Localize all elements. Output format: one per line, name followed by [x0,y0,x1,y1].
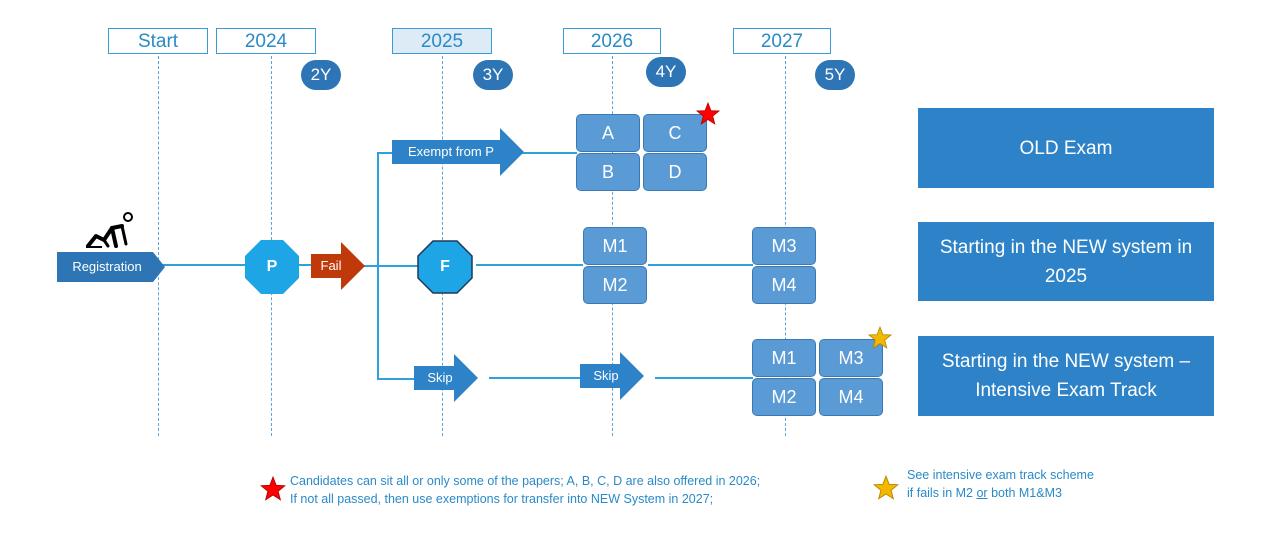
paper-c: C [643,114,707,152]
year-2025: 2025 [392,28,492,54]
skip-arrow-2-shape [580,352,644,400]
duration-badge-4y: 4Y [646,57,686,87]
paper-m2-2026: M2 [583,266,647,304]
track-old-exam: OLD Exam [918,108,1214,188]
red-star-icon [696,102,720,125]
runner-icon [86,212,133,248]
skip-arrow-1-shape [414,354,478,402]
f-exam-node: F [417,240,473,294]
connector-exempt-to-old [520,152,577,154]
yellow-star-icon [868,326,892,349]
duration-badge-2y: 2Y [301,60,341,90]
registration-arrow-shape [57,252,165,282]
p-octagon-shape [245,240,299,294]
yellow-star-note-line2-post: both M1&M3 [991,486,1062,500]
paper-a: A [576,114,640,152]
connector-p-to-fail [297,264,313,266]
connector-branch-to-exempt [377,152,393,154]
year-2026: 2026 [563,28,661,54]
connector-skip-to-intensive [655,377,753,379]
fail-arrow: Fail [311,242,365,290]
connector-fail-to-f [363,265,421,267]
track-intensive: Starting in the NEW system – Intensive E… [918,336,1214,416]
paper-m4-intensive: M4 [819,378,883,416]
exempt-arrow: Exempt from P [392,128,524,176]
paper-b: B [576,153,640,191]
skip-label-2: Skip [593,368,619,383]
paper-m4-2027: M4 [752,266,816,304]
exempt-label: Exempt from P [408,144,494,159]
paper-m1-2026: M1 [583,227,647,265]
f-octagon-shape [417,240,473,294]
paper-m3-intensive: M3 [819,339,883,377]
fail-arrow-shape [311,242,365,290]
exempt-arrow-shape [392,128,524,176]
paper-d: D [643,153,707,191]
yellow-star-note-icon [873,475,899,500]
p-exam-label: P [266,258,278,275]
yellow-star-note: See intensive exam track scheme if fails… [907,466,1167,502]
red-star-note-line1: Candidates can sit all or only some of t… [290,474,761,488]
p-exam-node: P [245,240,299,294]
fail-label: Fail [320,258,342,273]
track-old-exam-label: OLD Exam [1019,137,1113,159]
yellow-star-note-line1: See intensive exam track scheme [907,468,1094,482]
connector-branch-vertical [377,152,379,380]
skip-arrow-1: Skip [414,354,478,402]
registration-arrow: Registration [57,252,165,282]
year-start: Start [108,28,208,54]
duration-badge-3y: 3Y [473,60,513,90]
connector-skip-to-skip [489,377,581,379]
connector-branch-to-skip [377,378,415,380]
red-star-note: Candidates can sit all or only some of t… [290,472,850,508]
connector-m1m2-to-m3m4 [648,264,753,266]
connector-f-to-m1m2 [476,264,583,266]
registration-label: Registration [72,259,142,274]
year-line-start [158,56,159,436]
year-2027: 2027 [733,28,831,54]
connector-reg-to-p [160,264,252,266]
yellow-star-note-line2-pre: if fails in M2 [907,486,973,500]
track-intensive-label: Starting in the NEW system – Intensive E… [941,351,1191,401]
red-star-note-line2: If not all passed, then use exemptions f… [290,492,714,506]
track-new-system: Starting in the NEW system in 2025 [918,222,1214,301]
paper-m3-2027: M3 [752,227,816,265]
red-star-note-icon [260,476,286,501]
yellow-star-note-or: or [976,486,988,500]
skip-label-1: Skip [427,370,453,385]
yellow-star-note-line2: if fails in M2 or both M1&M3 [907,484,1167,502]
duration-badge-5y: 5Y [815,60,855,90]
f-exam-label: F [440,258,450,275]
paper-m1-intensive: M1 [752,339,816,377]
track-new-system-label: Starting in the NEW system in 2025 [939,236,1193,287]
skip-arrow-2: Skip [580,352,644,400]
paper-m2-intensive: M2 [752,378,816,416]
year-2024: 2024 [216,28,316,54]
